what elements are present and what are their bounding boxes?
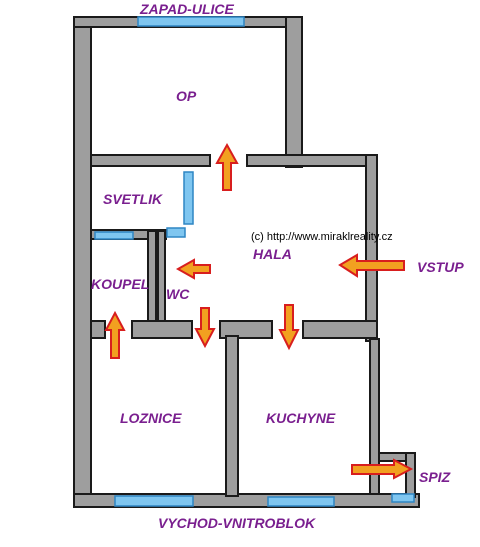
wall-op-south-left [90, 154, 211, 167]
wall-wc-east [157, 230, 166, 322]
window-koupel [94, 231, 134, 240]
window-svetlik [183, 171, 194, 225]
wall-mid-right-b [302, 320, 378, 339]
wall-mid-center [131, 320, 193, 339]
label-svetlik: SVETLIK [103, 191, 163, 207]
wall-mid-left [90, 320, 106, 339]
wall-op-east [285, 16, 303, 168]
label-wc: WC [166, 286, 190, 302]
arrow-up-icon [215, 142, 239, 191]
arrow-right-icon [351, 458, 414, 480]
arrow-down-icon [194, 307, 216, 349]
wall-mid-right-a [219, 320, 273, 339]
windows [94, 16, 415, 507]
window-loznice [114, 495, 194, 507]
wall-op-south-right [246, 154, 378, 167]
window-op [137, 16, 245, 27]
arrow-left-icon [175, 258, 211, 280]
arrow-up-icon [104, 310, 126, 359]
label-west: ZAPAD-ULICE [140, 1, 234, 17]
label-op: OP [176, 88, 197, 104]
label-loznice: LOZNICE [120, 410, 182, 426]
arrow-left-icon [338, 253, 405, 278]
wall-east-hall [365, 154, 378, 342]
wall-spiz-right [405, 452, 416, 498]
wall-koupel-wc [147, 230, 157, 322]
arrow-down-icon [278, 304, 300, 351]
credit-text: (c) http://www.miraklreality.cz [251, 231, 393, 243]
wall-west-outer [73, 16, 92, 508]
label-hala: HALA [253, 246, 292, 262]
label-vstup: VSTUP [417, 259, 464, 275]
label-koupel: KOUPEL [91, 276, 150, 292]
window-kuchyne [267, 496, 335, 507]
label-kuchyne: KUCHYNE [266, 410, 336, 426]
window-wc [166, 227, 186, 238]
label-spiz: SPIZ [419, 469, 451, 485]
wall-loznice-kuchyne [225, 335, 239, 497]
label-east: VYCHOD-VNITROBLOK [158, 515, 316, 531]
window-spiz [391, 493, 415, 503]
arrows [104, 142, 414, 480]
